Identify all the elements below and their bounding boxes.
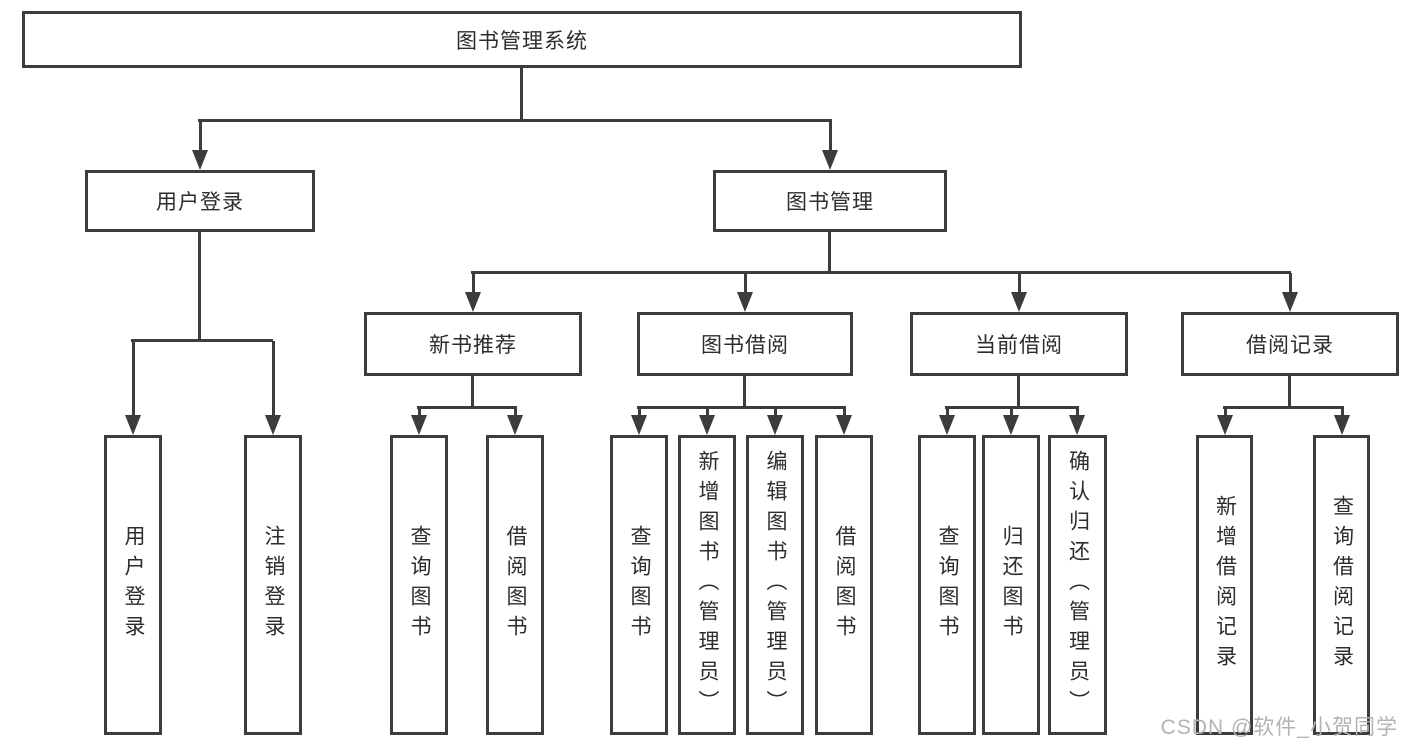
leaf-label: 查询借阅记录 bbox=[1330, 495, 1354, 675]
arrowhead-to-add-borrow-record bbox=[1217, 408, 1233, 435]
node-label: 图书管理 bbox=[786, 191, 874, 214]
leaf-label: 借阅图书 bbox=[833, 525, 857, 645]
connector-book-management-branch bbox=[471, 271, 1291, 274]
connector-user-login-stem bbox=[198, 231, 201, 341]
leaf-logout: 注销登录 bbox=[244, 435, 302, 735]
node-label: 新书推荐 bbox=[429, 334, 517, 357]
connector-current-borrow-stem bbox=[1017, 375, 1020, 408]
arrowhead-to-query-book-1 bbox=[411, 408, 427, 435]
arrowhead-to-leaf-logout bbox=[265, 341, 281, 435]
node-borrow-record: 借阅记录 bbox=[1181, 312, 1399, 376]
leaf-label: 查询图书 bbox=[936, 525, 960, 645]
leaf-label: 借阅图书 bbox=[504, 525, 528, 645]
arrowhead-to-query-borrow-record bbox=[1334, 408, 1350, 435]
leaf-borrow-book-recommend: 借阅图书 bbox=[486, 435, 544, 735]
connector-user-login-branch bbox=[131, 339, 273, 342]
arrowhead-to-query-book-2 bbox=[631, 408, 647, 435]
node-label: 当前借阅 bbox=[975, 334, 1063, 357]
leaf-label: 确认归还（管理员） bbox=[1066, 450, 1090, 720]
arrowhead-to-current-borrow bbox=[1011, 273, 1027, 312]
arrowhead-to-return-book bbox=[1003, 408, 1019, 435]
arrowhead-to-query-book-3 bbox=[939, 408, 955, 435]
node-user-login-group: 用户登录 bbox=[85, 170, 315, 232]
node-label: 图书借阅 bbox=[701, 334, 789, 357]
arrowhead-to-edit-book bbox=[767, 408, 783, 435]
leaf-query-book-borrow: 查询图书 bbox=[610, 435, 668, 735]
leaf-query-book-recommend: 查询图书 bbox=[390, 435, 448, 735]
node-library-management-system: 图书管理系统 bbox=[22, 11, 1022, 68]
arrowhead-to-borrow-book-1 bbox=[507, 408, 523, 435]
arrowhead-to-book-management bbox=[822, 121, 838, 170]
leaf-return-book: 归还图书 bbox=[982, 435, 1040, 735]
leaf-query-book-current: 查询图书 bbox=[918, 435, 976, 735]
leaf-add-book-admin: 新增图书（管理员） bbox=[678, 435, 736, 735]
node-label: 用户登录 bbox=[156, 191, 244, 214]
node-book-management: 图书管理 bbox=[713, 170, 947, 232]
csdn-watermark: CSDN @软件_小贺同学 bbox=[1160, 716, 1398, 739]
arrowhead-to-user-login bbox=[192, 121, 208, 170]
node-new-book-recommend: 新书推荐 bbox=[364, 312, 582, 376]
leaf-borrow-book: 借阅图书 bbox=[815, 435, 873, 735]
leaf-add-borrow-record: 新增借阅记录 bbox=[1196, 435, 1253, 735]
leaf-confirm-return-admin: 确认归还（管理员） bbox=[1048, 435, 1107, 735]
connector-current-borrow-branch bbox=[945, 406, 1079, 409]
connector-book-management-stem bbox=[828, 231, 831, 273]
arrowhead-to-add-book bbox=[699, 408, 715, 435]
leaf-edit-book-admin: 编辑图书（管理员） bbox=[746, 435, 804, 735]
arrowhead-to-borrow-record bbox=[1282, 273, 1298, 312]
arrowhead-to-borrow-book-2 bbox=[836, 408, 852, 435]
leaf-label: 新增借阅记录 bbox=[1213, 495, 1237, 675]
leaf-user-login: 用户登录 bbox=[104, 435, 162, 735]
connector-borrow-record-branch bbox=[1223, 406, 1344, 409]
arrowhead-to-leaf-user-login bbox=[125, 341, 141, 435]
arrowhead-to-new-book-recommend bbox=[465, 273, 481, 312]
connector-book-borrow-stem bbox=[743, 375, 746, 408]
connector-root-branch bbox=[198, 119, 832, 122]
arrowhead-to-confirm-return bbox=[1069, 408, 1085, 435]
connector-borrow-record-stem bbox=[1288, 375, 1291, 408]
leaf-label: 用户登录 bbox=[122, 525, 146, 645]
leaf-query-borrow-record: 查询借阅记录 bbox=[1313, 435, 1370, 735]
leaf-label: 归还图书 bbox=[1000, 525, 1024, 645]
arrowhead-to-book-borrow bbox=[737, 273, 753, 312]
node-label: 图书管理系统 bbox=[456, 29, 588, 53]
connector-new-book-recommend-branch bbox=[417, 406, 517, 409]
leaf-label: 查询图书 bbox=[628, 525, 652, 645]
node-label: 借阅记录 bbox=[1246, 334, 1334, 357]
leaf-label: 新增图书（管理员） bbox=[696, 450, 720, 720]
node-book-borrow: 图书借阅 bbox=[637, 312, 853, 376]
connector-root-stem bbox=[520, 66, 523, 121]
leaf-label: 查询图书 bbox=[408, 525, 432, 645]
connector-new-book-recommend-stem bbox=[471, 375, 474, 408]
connector-book-borrow-branch bbox=[637, 406, 846, 409]
node-current-borrow: 当前借阅 bbox=[910, 312, 1128, 376]
leaf-label: 注销登录 bbox=[262, 525, 286, 645]
leaf-label: 编辑图书（管理员） bbox=[764, 450, 788, 720]
